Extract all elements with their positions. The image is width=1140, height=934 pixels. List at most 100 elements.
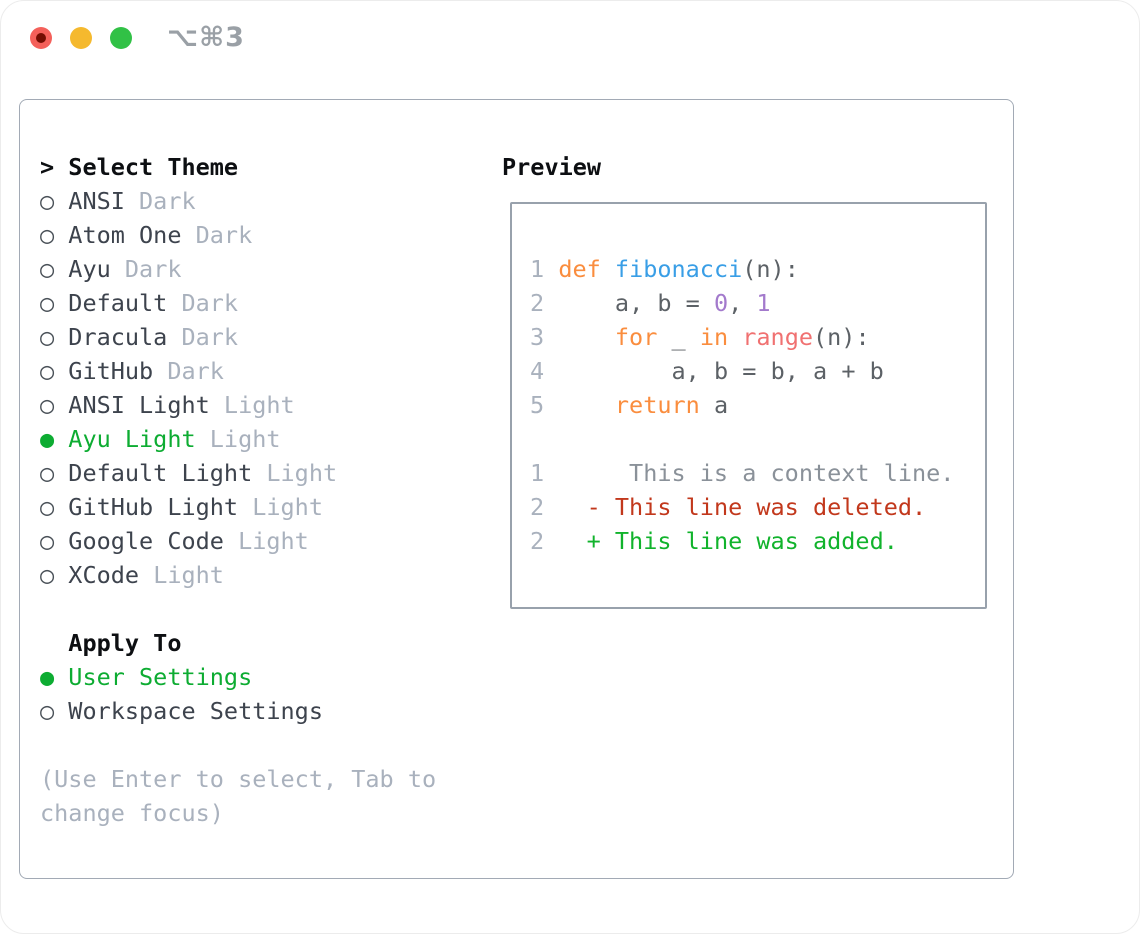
code-token: a bbox=[671, 357, 686, 385]
code-token bbox=[544, 391, 615, 419]
radio-icon: ○ bbox=[40, 391, 69, 419]
menu-title: Select Theme bbox=[68, 153, 239, 181]
code-token: b bbox=[770, 357, 785, 385]
code-token: 3 bbox=[530, 323, 545, 351]
apply-to-title: Apply To bbox=[40, 626, 436, 660]
theme-option-github-light-light[interactable]: ○ GitHub Light Light bbox=[40, 490, 436, 524]
code-line: 3 for _ in range(n): bbox=[530, 320, 954, 354]
hint-line: (Use Enter to select, Tab to bbox=[40, 765, 437, 793]
theme-variant-tag: Light bbox=[195, 425, 281, 453]
code-token: = bbox=[728, 357, 771, 385]
radio-icon: ○ bbox=[40, 697, 69, 725]
code-token: 1 bbox=[530, 459, 545, 487]
code-line: 5 return a bbox=[530, 388, 954, 422]
apply-option-label: User Settings bbox=[68, 663, 253, 691]
zoom-button[interactable] bbox=[110, 27, 132, 49]
theme-option-label: Ayu Light bbox=[68, 425, 196, 453]
radio-icon: ○ bbox=[40, 187, 69, 215]
theme-option-github-dark[interactable]: ○ GitHub Dark bbox=[40, 354, 436, 388]
radio-icon: ○ bbox=[40, 255, 69, 283]
code-token: def bbox=[558, 255, 601, 283]
theme-option-atom-one-dark[interactable]: ○ Atom One Dark bbox=[40, 218, 436, 252]
theme-option-default-light-light[interactable]: ○ Default Light Light bbox=[40, 456, 436, 490]
code-token: (n): bbox=[813, 323, 870, 351]
radio-icon: ○ bbox=[40, 323, 69, 351]
code-token bbox=[544, 527, 586, 555]
theme-option-xcode-light[interactable]: ○ XCode Light bbox=[40, 558, 436, 592]
theme-option-label: XCode bbox=[68, 561, 140, 589]
code-token: fibonacci bbox=[614, 255, 743, 283]
apply-to-label: Apply To bbox=[68, 629, 182, 657]
code-token bbox=[700, 391, 714, 419]
code-token bbox=[544, 289, 615, 317]
theme-option-ayu-light-light[interactable]: ● Ayu Light Light bbox=[40, 422, 436, 456]
theme-option-label: Atom One bbox=[68, 221, 182, 249]
code-token: - This line was deleted. bbox=[586, 493, 927, 521]
theme-option-default-dark[interactable]: ○ Default Dark bbox=[40, 286, 436, 320]
theme-option-label: GitHub bbox=[68, 357, 154, 385]
theme-option-label: ANSI Light bbox=[68, 391, 210, 419]
theme-option-label: ANSI bbox=[68, 187, 125, 215]
radio-selected-icon: ● bbox=[40, 425, 69, 453]
close-dot-icon bbox=[36, 33, 46, 43]
apply-option-workspace-settings[interactable]: ○ Workspace Settings bbox=[40, 694, 436, 728]
theme-option-ansi-dark[interactable]: ○ ANSI Dark bbox=[40, 184, 436, 218]
code-line: 2 a, b = 0, 1 bbox=[530, 286, 954, 320]
spacer-row bbox=[40, 592, 436, 626]
theme-option-label: Default Light bbox=[68, 459, 253, 487]
hint-line: change focus) bbox=[40, 799, 224, 827]
code-line: 2 + This line was added. bbox=[530, 524, 954, 558]
theme-option-label: GitHub Light bbox=[68, 493, 239, 521]
radio-icon: ○ bbox=[40, 221, 69, 249]
theme-variant-tag: Light bbox=[139, 561, 224, 589]
theme-option-google-code-light[interactable]: ○ Google Code Light bbox=[40, 524, 436, 558]
minimize-button[interactable] bbox=[70, 27, 92, 49]
code-token: 2 bbox=[530, 289, 545, 317]
code-line: 4 a, b = b, a + b bbox=[530, 354, 954, 388]
code-token bbox=[544, 493, 586, 521]
code-line: 1 This is a context line. bbox=[530, 456, 954, 490]
cursor-icon: > bbox=[40, 153, 69, 181]
spacer-row bbox=[40, 728, 436, 762]
theme-variant-tag: Dark bbox=[181, 221, 253, 249]
code-token: for bbox=[614, 323, 658, 351]
apply-option-user-settings[interactable]: ● User Settings bbox=[40, 660, 436, 694]
code-token: _ bbox=[657, 323, 700, 351]
code-line: 2 - This line was deleted. bbox=[530, 490, 954, 524]
code-token: 0 bbox=[713, 289, 729, 317]
code-token bbox=[544, 255, 558, 283]
radio-icon: ○ bbox=[40, 561, 69, 589]
code-token: a bbox=[614, 289, 630, 317]
close-button[interactable] bbox=[30, 27, 52, 49]
theme-option-label: Default bbox=[68, 289, 168, 317]
code-token: 5 bbox=[530, 391, 545, 419]
theme-option-ayu-dark[interactable]: ○ Ayu Dark bbox=[40, 252, 436, 286]
theme-variant-tag: Light bbox=[209, 391, 295, 419]
code-token: , bbox=[728, 289, 757, 317]
code-token bbox=[544, 459, 629, 487]
code-token: in bbox=[699, 323, 729, 351]
main-panel: > Select Theme○ ANSI Dark○ Atom One Dark… bbox=[19, 99, 1014, 879]
apply-option-label: Workspace Settings bbox=[68, 697, 323, 725]
code-line bbox=[530, 422, 954, 456]
code-token: (n): bbox=[742, 255, 799, 283]
code-token: 2 bbox=[530, 493, 545, 521]
select-theme-title: > Select Theme bbox=[40, 150, 436, 184]
code-token: , bbox=[629, 289, 658, 317]
radio-selected-icon: ● bbox=[40, 663, 69, 691]
code-token: , bbox=[685, 357, 714, 385]
code-line: 1 def fibonacci(n): bbox=[530, 252, 954, 286]
radio-icon: ○ bbox=[40, 527, 69, 555]
theme-option-label: Dracula bbox=[68, 323, 168, 351]
code-token: 4 bbox=[530, 357, 545, 385]
theme-variant-tag: Light bbox=[238, 493, 323, 521]
theme-option-ansi-light-light[interactable]: ○ ANSI Light Light bbox=[40, 388, 436, 422]
theme-option-label: Ayu bbox=[68, 255, 111, 283]
code-token: 1 bbox=[530, 255, 545, 283]
code-token: + This line was added. bbox=[586, 527, 898, 555]
theme-option-dracula-dark[interactable]: ○ Dracula Dark bbox=[40, 320, 436, 354]
code-token bbox=[544, 357, 671, 385]
theme-variant-tag: Dark bbox=[153, 357, 224, 385]
